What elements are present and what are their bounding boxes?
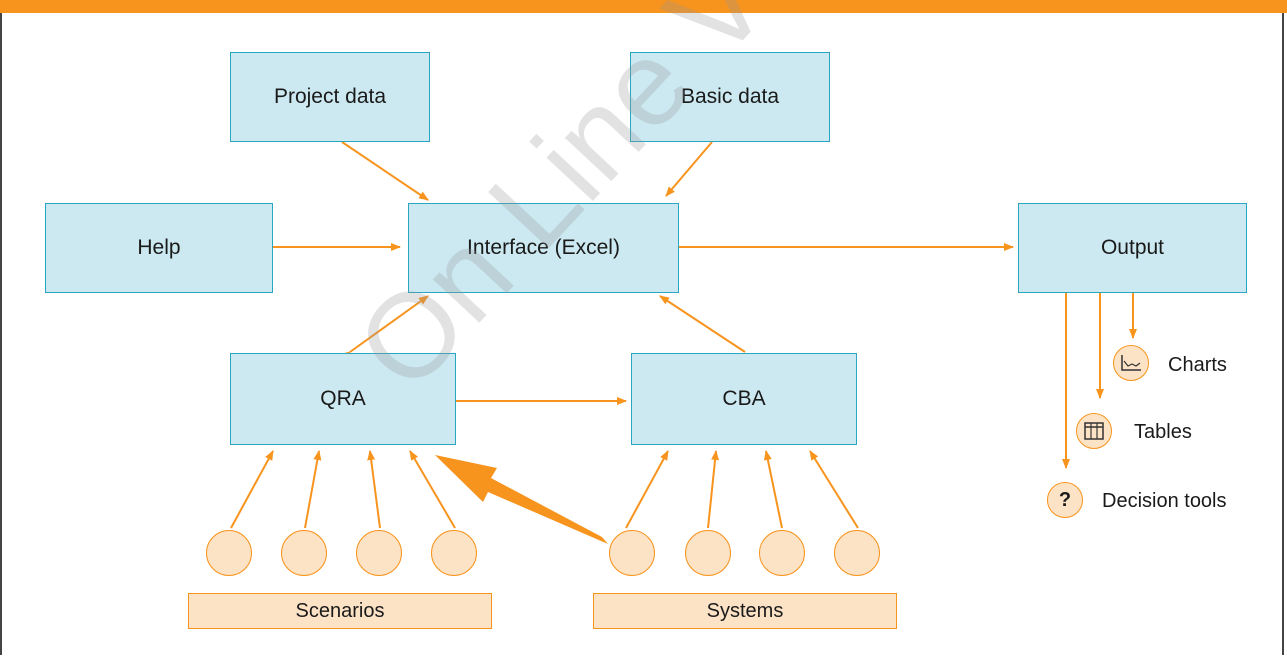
question-icon: ? [1047,482,1083,518]
help-label: Help [137,236,181,259]
arrow-scenario-1 [230,450,274,529]
arrow-scenario-2 [304,450,322,529]
basic-data-label: Basic data [680,85,780,108]
tables-label: Tables [1134,421,1192,443]
charts-label: Charts [1168,354,1227,376]
scenario-node [206,530,252,576]
project-data-box: Project data [230,52,430,142]
system-node [609,530,655,576]
arrow-qra-interface-bidirectional [340,295,429,361]
systems-group-label: Systems [593,593,897,629]
arrow-system-2 [707,450,720,529]
output-label: Output [1100,236,1165,259]
table-icon [1076,413,1112,449]
decision-tools-label: Decision tools [1102,490,1227,512]
system-node [759,530,805,576]
cba-box: CBA [631,353,857,445]
scenario-node [431,530,477,576]
arrow-system-3 [763,450,783,529]
system-node [834,530,880,576]
scenarios-group-label: Scenarios [188,593,492,629]
scenarios-label: Scenarios [295,599,385,622]
scenario-node [356,530,402,576]
scenario-node [281,530,327,576]
qra-label: QRA [320,387,366,410]
qra-box: QRA [230,353,456,445]
arrow-basic-to-interface [665,141,713,197]
arrow-system-4 [809,450,859,529]
figure-header-bar [0,0,1287,13]
arrow-scenario-3 [367,450,381,529]
big-arrow-systems-to-qra [435,455,608,544]
system-node [685,530,731,576]
arrow-project-to-interface [341,141,429,201]
chart-icon [1113,345,1149,381]
project-data-label: Project data [273,85,387,108]
arrow-cba-to-interface [659,295,746,353]
systems-label: Systems [706,599,784,622]
help-box: Help [45,203,273,293]
question-glyph: ? [1058,488,1072,511]
arrow-scenario-4 [409,450,456,529]
arrow-system-1 [625,450,669,529]
basic-data-box: Basic data [630,52,830,142]
cba-label: CBA [722,387,766,410]
interface-box: Interface (Excel) [408,203,679,293]
interface-label: Interface (Excel) [467,236,620,259]
output-box: Output [1018,203,1247,293]
